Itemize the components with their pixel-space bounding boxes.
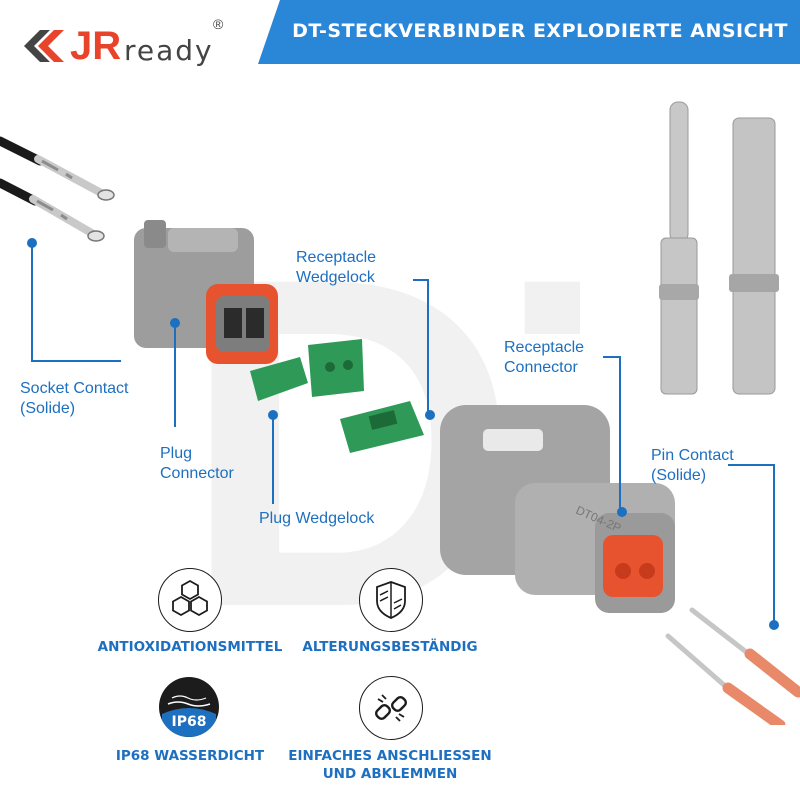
label-receptacle-wedgelock-line1: Receptacle <box>296 249 377 266</box>
label-plug-wedgelock-line1: Plug Wedgelock <box>259 510 375 527</box>
easy-connect-icon <box>359 676 423 740</box>
receptacle-connector-leader <box>603 356 620 358</box>
receptacle-connector-marker <box>617 507 627 517</box>
waterproof-badge: IP68 <box>172 714 207 730</box>
socket-contact-wires-image <box>0 136 115 242</box>
label-plug-connector-line2: Connector <box>160 465 234 482</box>
brand-logo-icon <box>24 30 64 62</box>
brand-registered-mark: ® <box>213 16 224 32</box>
label-socket-contact-line2: (Solide) <box>20 400 76 417</box>
header-banner <box>258 0 800 64</box>
label-plug-connector-line1: Plug <box>160 445 193 462</box>
receptacle-wedgelock-leader <box>413 279 429 281</box>
antioxidation-icon <box>158 568 222 632</box>
socket-contact-leader <box>31 242 33 362</box>
feature-easy-connect-line1: EINFACHES ANSCHLIESSEN <box>288 748 492 764</box>
contact-pins-image <box>659 101 779 395</box>
pin-contact-leader <box>773 464 775 622</box>
pin-contact-leader <box>728 464 775 466</box>
plug-wedgelock-leader <box>272 414 274 504</box>
brand-logo-jr: JR <box>70 24 122 68</box>
header-title: DT-STECKVERBINDER EXPLODIERTE ANSICHT <box>292 20 788 42</box>
label-receptacle-connector: Receptacle Connector <box>504 338 584 378</box>
receptacle-wedgelock-image <box>250 339 364 401</box>
pin-contact-wires-image <box>665 607 800 725</box>
receptacle-connector-leader <box>619 356 621 511</box>
brand-logo-ready: ready <box>124 34 214 67</box>
receptacle-wedgelock-leader <box>427 279 429 411</box>
plug-connector-leader <box>174 322 176 427</box>
feature-easy-connect-line2: UND ABKLEMMEN <box>322 766 458 782</box>
label-receptacle-wedgelock-line2: Wedgelock <box>296 269 375 286</box>
receptacle-wedgelock-marker <box>425 410 435 420</box>
label-receptacle-wedgelock: Receptacle Wedgelock <box>296 248 376 288</box>
label-plug-connector: Plug Connector <box>160 444 234 484</box>
feature-easy-connect-label: EINFACHES ANSCHLIESSEN UND ABKLEMMEN <box>270 747 510 783</box>
feature-waterproof-label: IP68 WASSERDICHT <box>115 748 265 764</box>
label-plug-wedgelock: Plug Wedgelock <box>259 509 374 529</box>
label-socket-contact: Socket Contact (Solide) <box>20 379 129 419</box>
label-pin-contact: Pin Contact (Solide) <box>651 446 734 486</box>
pin-contact-marker <box>769 620 779 630</box>
waterproof-icon: IP68 <box>158 676 220 738</box>
feature-aging-label: ALTERUNGSBESTÄNDIG <box>302 639 478 655</box>
label-socket-contact-line1: Socket Contact <box>20 380 129 397</box>
receptacle-connector-image: DT04-2P <box>440 405 675 613</box>
plug-wedgelock-image <box>340 401 424 453</box>
aging-resistant-icon <box>359 568 423 632</box>
feature-antioxidation-label: ANTIOXIDATIONSMITTEL <box>97 639 283 655</box>
label-receptacle-connector-line1: Receptacle <box>504 339 585 356</box>
plug-connector-image <box>134 220 278 364</box>
label-receptacle-connector-line2: Connector <box>504 359 578 376</box>
label-pin-contact-line2: (Solide) <box>651 467 707 484</box>
socket-contact-leader <box>31 360 121 362</box>
label-pin-contact-line1: Pin Contact <box>651 447 734 464</box>
